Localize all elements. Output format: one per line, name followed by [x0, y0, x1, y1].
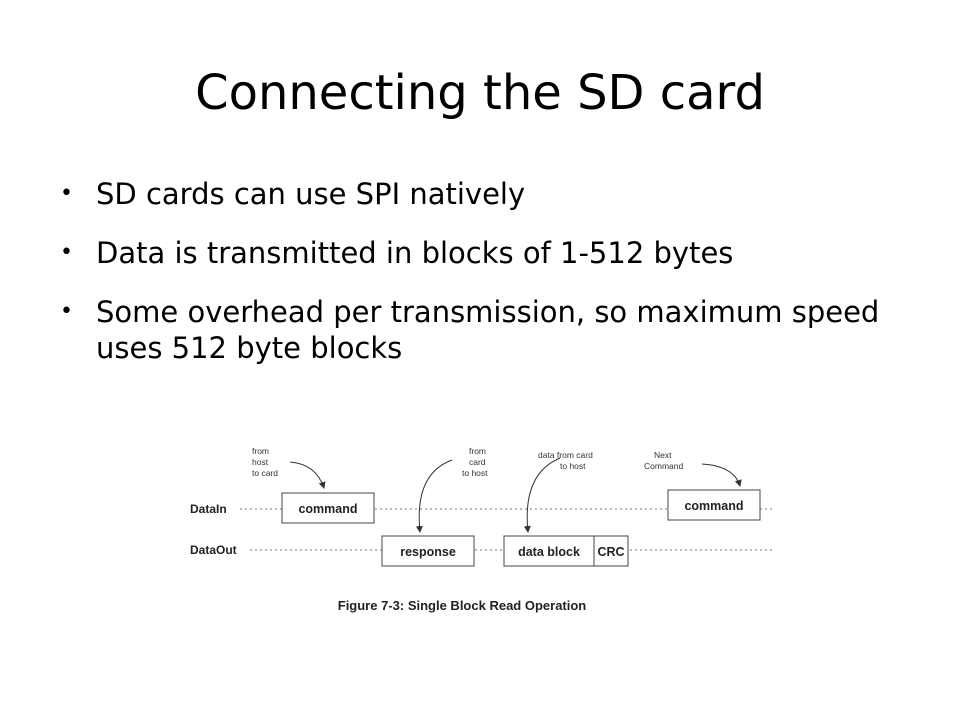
svg-text:Command: Command [644, 461, 683, 471]
svg-text:data from card: data from card [538, 450, 593, 460]
bullet-dot-icon: • [60, 240, 73, 265]
bullet-dot-icon: • [60, 299, 73, 324]
note-data-from-card: data from card to host [538, 450, 593, 471]
crc-box [593, 535, 629, 567]
response-box-label: response [400, 545, 456, 559]
datain-label: DataIn [190, 502, 227, 516]
svg-text:host: host [252, 457, 269, 467]
arrow-next-command [701, 463, 742, 487]
note-card-to-host: from card to host [462, 446, 488, 478]
bullet-dot-icon: • [60, 181, 73, 206]
note-host-to-card: from host to card [252, 446, 278, 478]
dataout-label: DataOut [190, 543, 237, 557]
svg-text:to card: to card [252, 468, 278, 478]
bullet-item: • Some overhead per transmission, so max… [60, 294, 920, 366]
bullet-list: • SD cards can use SPI natively • Data i… [60, 176, 920, 389]
bullet-text: Data is transmitted in blocks of 1-512 b… [96, 236, 734, 270]
note-next-command: Next Command [644, 450, 683, 471]
response-box [381, 535, 475, 567]
arrow-card-to-host [415, 459, 453, 533]
svg-text:to host: to host [560, 461, 586, 471]
command-box [281, 492, 375, 524]
slide-title: Connecting the SD card [195, 65, 765, 121]
figure-caption: Figure 7-3: Single Block Read Operation [338, 598, 587, 613]
svg-text:card: card [469, 457, 486, 467]
svg-text:Next: Next [654, 450, 672, 460]
arrow-host-to-card [289, 461, 326, 489]
data-block-label: data block [518, 545, 580, 559]
svg-text:from: from [252, 446, 269, 456]
bullet-item: • Data is transmitted in blocks of 1-512… [60, 235, 920, 271]
single-block-read-diagram: DataIn DataOut from host to card command… [190, 446, 772, 613]
svg-text:from: from [469, 446, 486, 456]
arrow-data-from-card [523, 457, 561, 533]
bullet-text: SD cards can use SPI natively [96, 177, 526, 211]
bullet-item: • SD cards can use SPI natively [60, 176, 920, 212]
command-box-label: command [298, 502, 357, 516]
bullet-text: Some overhead per transmission, so maxim… [96, 295, 880, 365]
next-command-box [667, 489, 761, 521]
crc-label: CRC [597, 545, 624, 559]
next-command-box-label: command [684, 499, 743, 513]
svg-text:to host: to host [462, 468, 488, 478]
